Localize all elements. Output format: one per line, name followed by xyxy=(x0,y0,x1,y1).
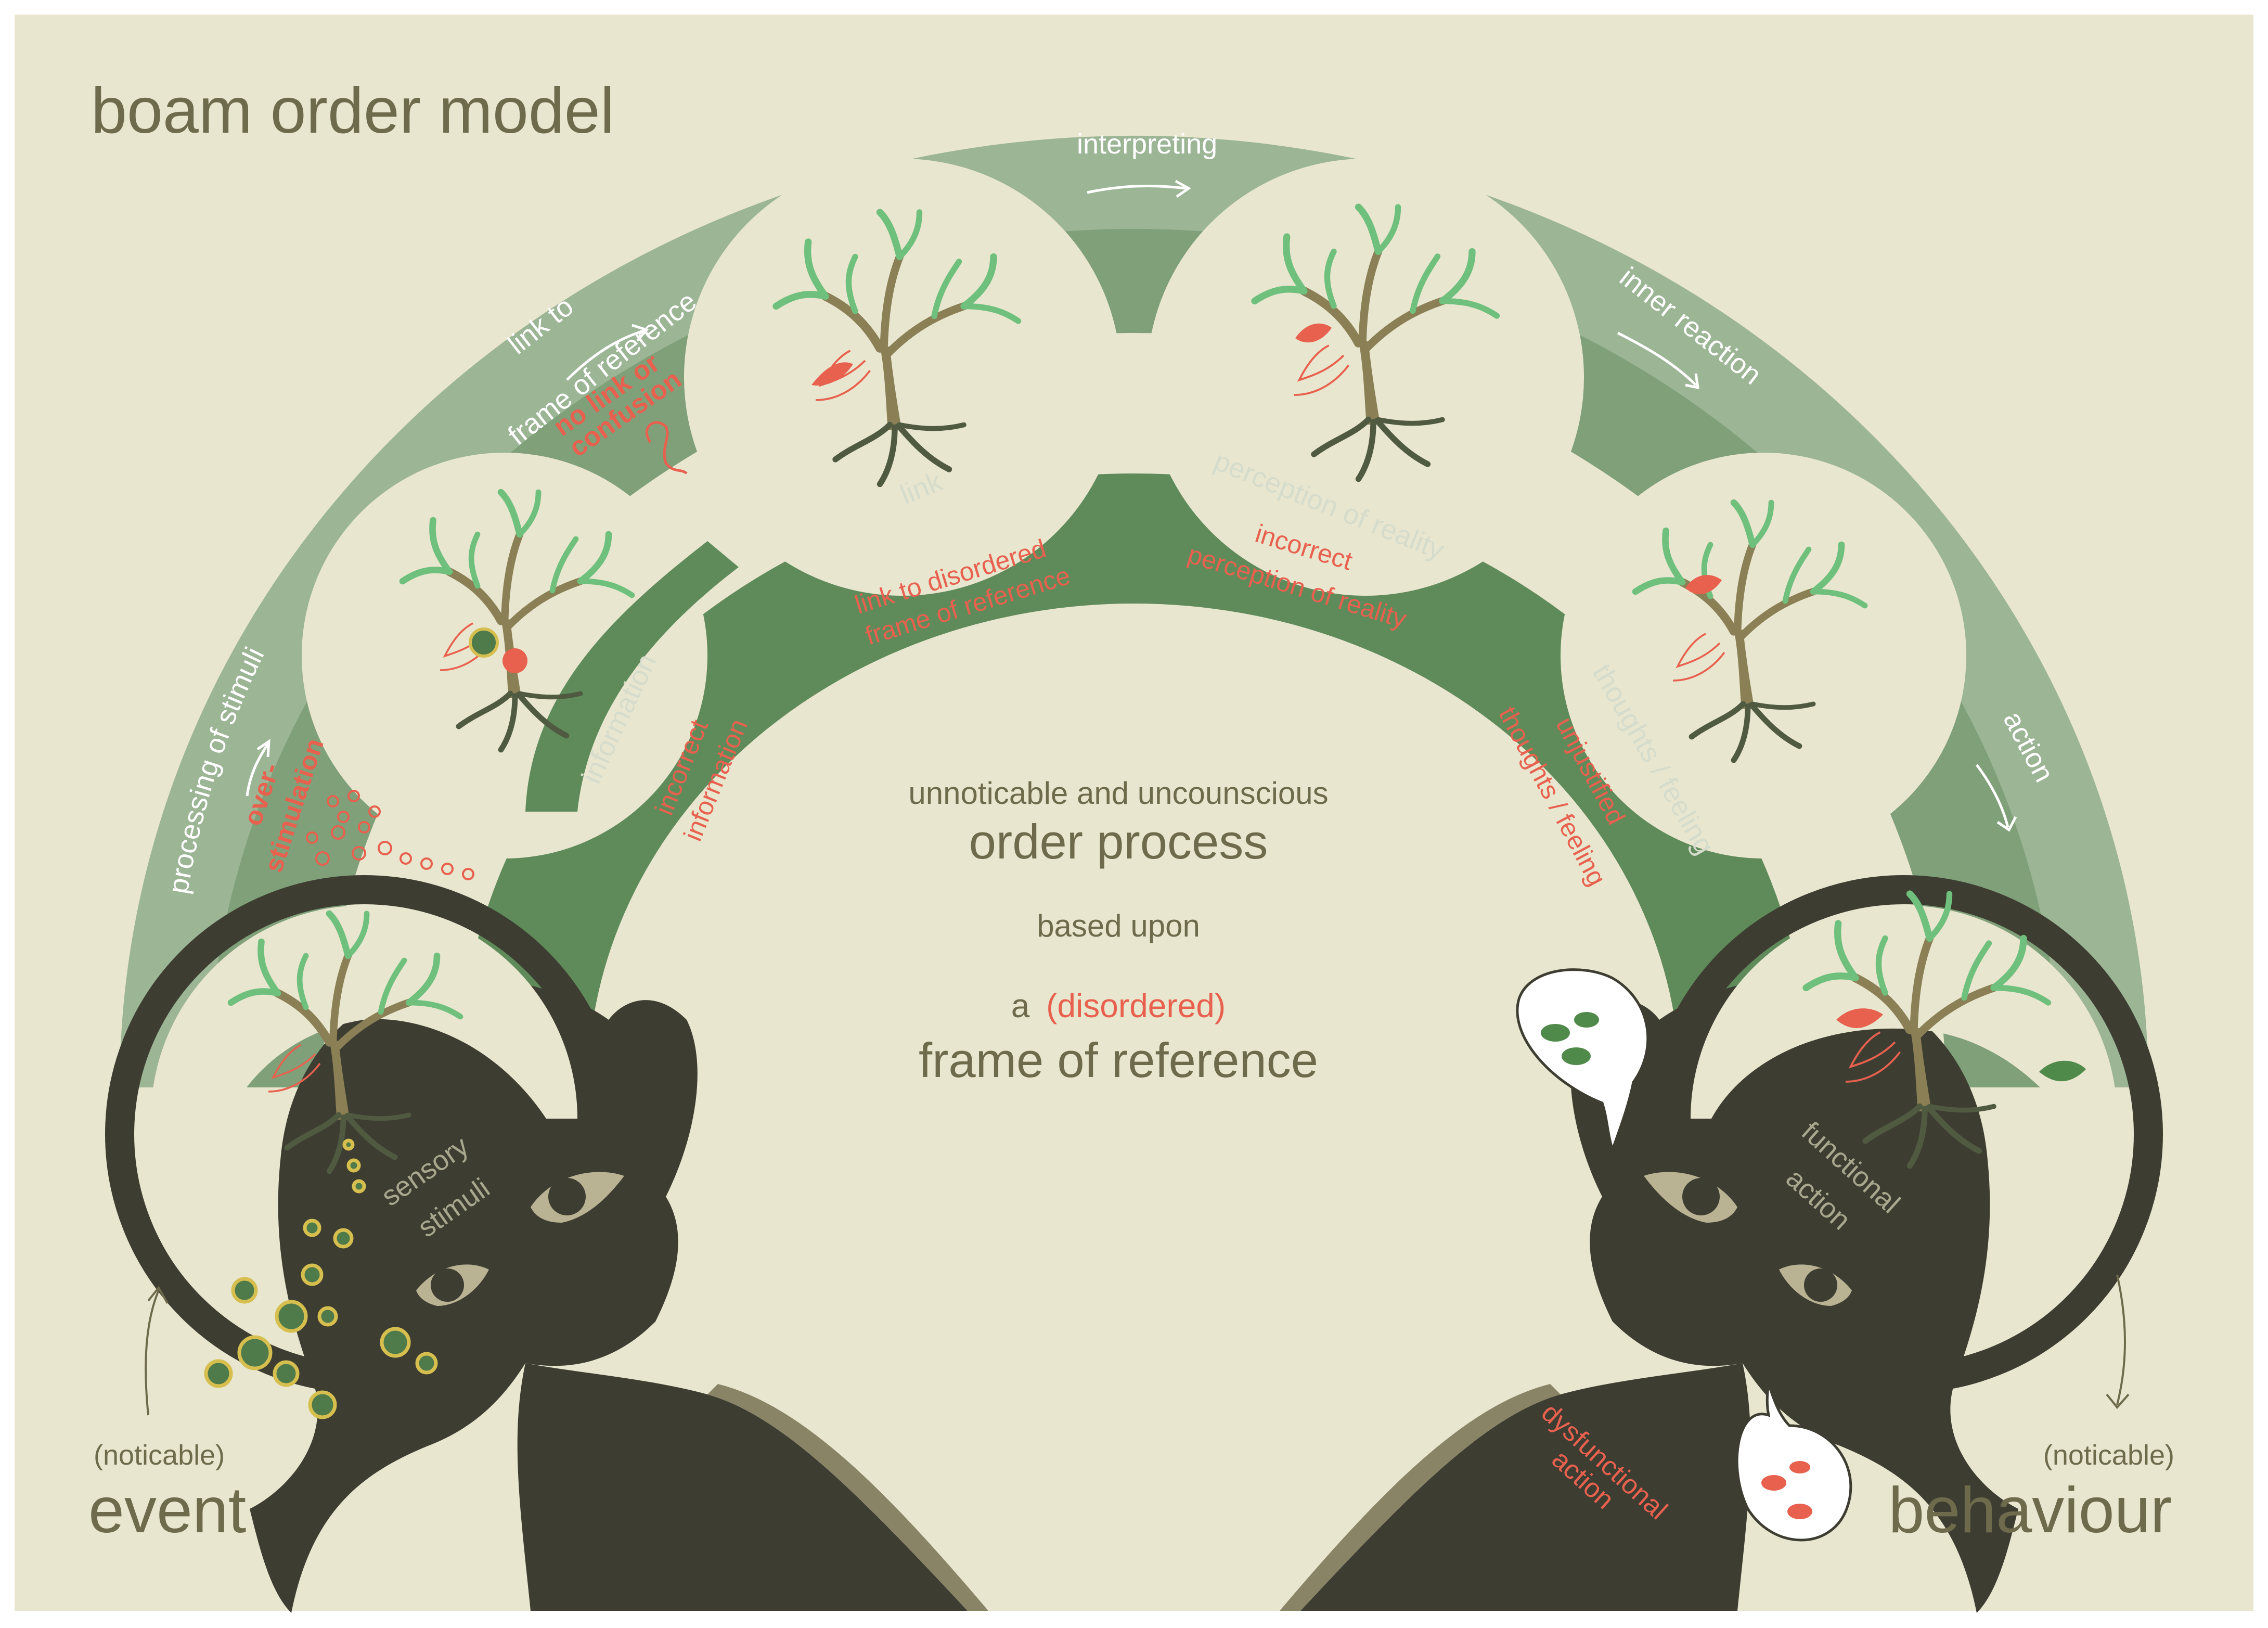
confusion-squiggle xyxy=(646,421,688,475)
behaviour-note: (noticable) xyxy=(2043,1440,2174,1471)
body-left xyxy=(517,1363,968,1611)
red-leaf-link xyxy=(811,362,853,386)
arrow-link-head xyxy=(632,324,649,342)
eye-left-lower-pupil xyxy=(431,1268,464,1302)
arrow-inner-head xyxy=(1685,373,1699,390)
head-left xyxy=(250,978,698,1613)
center-line1: unnoticable and uncounscious xyxy=(908,776,1328,811)
body-right xyxy=(1300,1363,1751,1611)
event-note: (noticable) xyxy=(94,1440,225,1471)
inner-band-top-left xyxy=(525,541,739,812)
arrow-inner xyxy=(1617,331,1697,386)
red-spot-information xyxy=(502,648,527,673)
green-leaf-functional xyxy=(2039,1060,2086,1082)
eye-right-upper-pupil xyxy=(1682,1178,1720,1215)
speech-bubble-bottom xyxy=(1735,1383,1852,1542)
ring-right-inner xyxy=(1691,905,2117,1197)
bubble-link xyxy=(684,159,1121,596)
ring-left-inner xyxy=(151,905,577,1145)
behaviour-label: behaviour xyxy=(1888,1475,2172,1546)
red-leaf-functional xyxy=(1836,1008,1883,1029)
center-line5: frame of reference xyxy=(919,1033,1318,1087)
seed-information xyxy=(469,627,499,658)
bubble-thoughts xyxy=(1561,453,1966,858)
stimuli-dots xyxy=(204,1138,438,1419)
center-line4-prefix: a xyxy=(1011,987,1030,1024)
label-interpreting: interpreting xyxy=(1077,129,1217,160)
arrow-processing-head xyxy=(256,739,270,758)
arrow-action-head xyxy=(1996,816,2017,832)
arrow-processing xyxy=(246,743,269,797)
center-line2: order process xyxy=(969,814,1268,869)
arrow-link xyxy=(566,329,646,381)
center-line4-highlight: (disordered) xyxy=(1046,987,1226,1024)
arrow-event-up xyxy=(145,1290,160,1416)
speech-bubble-top xyxy=(1516,968,1650,1154)
eye-right-lower-pupil xyxy=(1804,1268,1837,1302)
center-line3: based upon xyxy=(1037,908,1200,943)
diagram-title: boam order model xyxy=(91,75,614,147)
head-right xyxy=(1570,978,2018,1613)
arrow-behaviour-down-head xyxy=(2106,1393,2130,1409)
arrow-interpreting-head xyxy=(1175,180,1191,198)
arrow-action xyxy=(1975,764,2009,828)
mid-band xyxy=(208,229,2060,1087)
arrow-interpreting xyxy=(1087,184,1187,194)
ring-right xyxy=(1645,875,2163,1393)
inner-band xyxy=(458,473,1810,1087)
center-line4: a (disordered) xyxy=(1011,987,1226,1024)
body-right-shadow xyxy=(1280,1384,1561,1611)
eye-left-upper-pupil xyxy=(548,1178,586,1215)
arrow-event-up-head xyxy=(147,1286,169,1304)
body-left-shadow xyxy=(707,1384,988,1611)
event-label: event xyxy=(88,1475,246,1546)
red-leaf-perception xyxy=(1295,323,1332,343)
overstimulation-dots xyxy=(306,790,474,880)
red-leaf-thoughts xyxy=(1685,575,1722,594)
arrow-behaviour-down xyxy=(2116,1274,2126,1405)
ring-left xyxy=(105,875,623,1393)
